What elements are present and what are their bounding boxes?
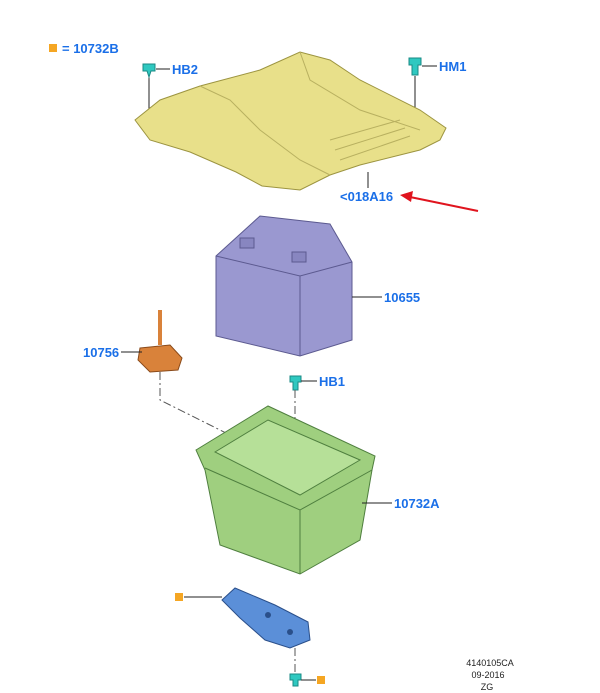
pointer-arrow: [400, 191, 479, 212]
label-hb2[interactable]: HB2: [172, 62, 198, 77]
battery: [215, 215, 353, 357]
label-sensor[interactable]: 10756: [83, 345, 119, 360]
mounting-bracket: [221, 587, 311, 649]
legend-marker: [49, 44, 57, 52]
fastener-marker: [317, 676, 325, 684]
battery-tray-cover: [134, 51, 447, 191]
label-tray[interactable]: 10732A: [394, 496, 440, 511]
battery-tray: [195, 405, 376, 575]
bracket-marker: [175, 593, 183, 601]
drawing-code: 4140105CA: [466, 658, 514, 668]
label-hb1[interactable]: HB1: [319, 374, 345, 389]
label-cover[interactable]: <018A16: [340, 189, 393, 204]
label-hm1[interactable]: HM1: [439, 59, 466, 74]
drawing-date: 09-2016: [471, 670, 504, 680]
bottom-fastener-icon: [289, 673, 302, 687]
drawing-initials: ZG: [481, 682, 494, 692]
legend-text: = 10732B: [62, 41, 119, 56]
battery-sensor: [137, 310, 183, 373]
label-battery[interactable]: 10655: [384, 290, 420, 305]
